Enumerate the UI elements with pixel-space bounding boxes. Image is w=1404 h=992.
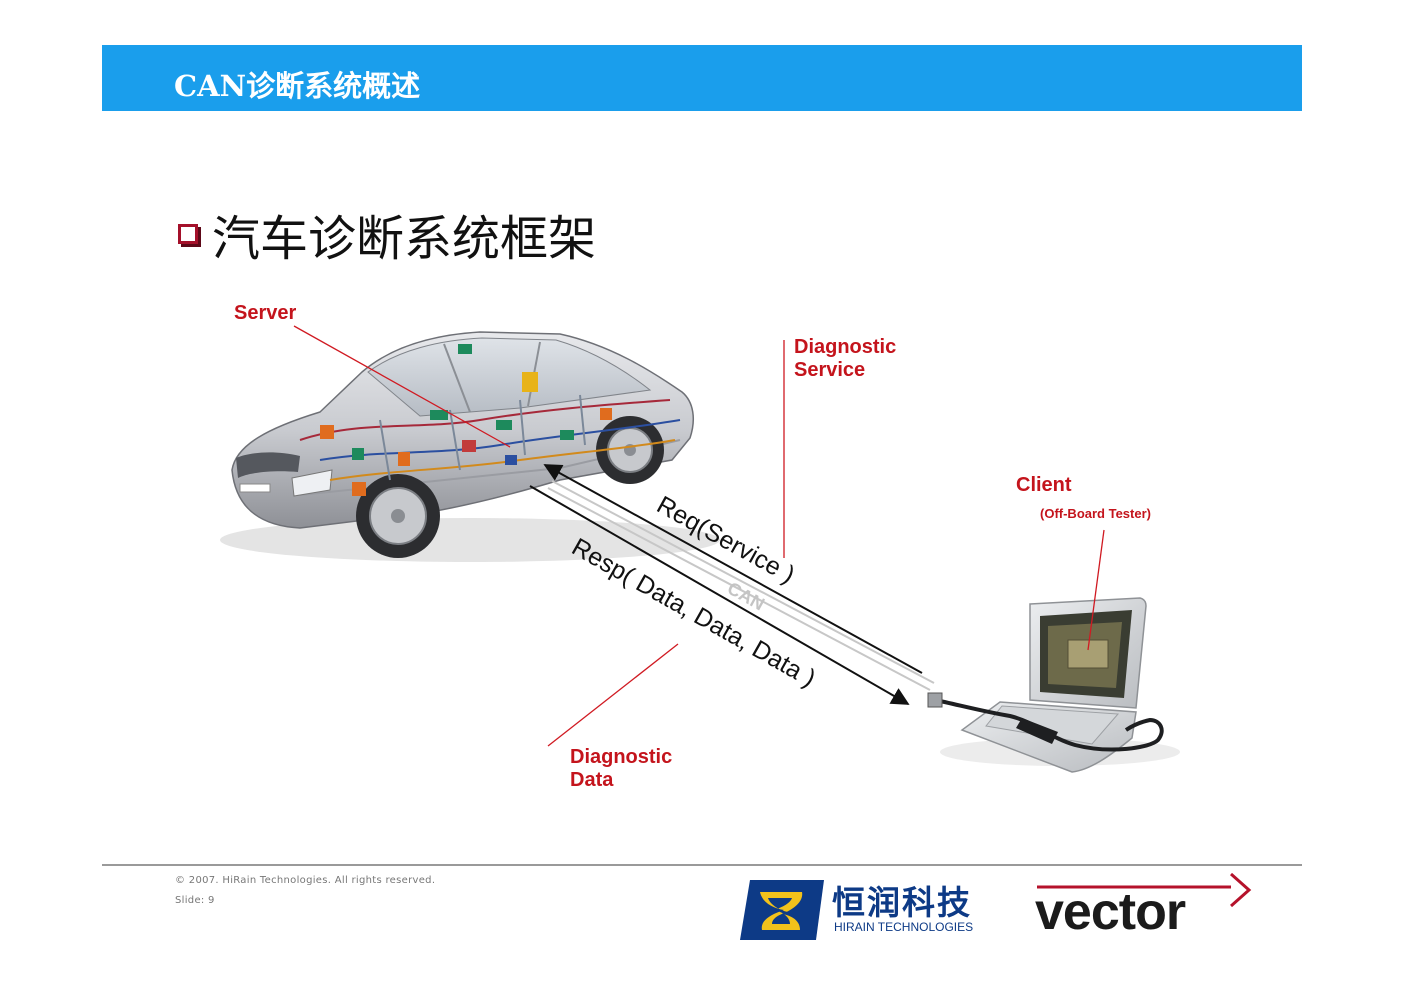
footer-copyright: © 2007. HiRain Technologies. All rights … xyxy=(175,875,436,886)
annotation-pointer-lines xyxy=(293,325,1105,747)
diagnostic-data-line2: Data xyxy=(570,769,614,791)
diagnostic-data-label: Diagnostic Data xyxy=(570,746,672,792)
bullet-heading: 汽车诊断系统框架 xyxy=(178,203,596,267)
vector-arrow-icon xyxy=(1037,872,1252,908)
response-arrow xyxy=(529,485,910,705)
header-bar: CAN诊断系统概述 xyxy=(102,45,1302,111)
slide-title: CAN诊断系统概述 xyxy=(174,69,421,103)
hirain-emblem-icon xyxy=(740,880,824,940)
vector-wordmark: vector xyxy=(1035,883,1186,941)
car-illustration xyxy=(220,331,720,562)
hirain-chinese-name: 恒润科技 xyxy=(832,883,972,922)
bullet-heading-text: 汽车诊断系统框架 xyxy=(212,211,597,267)
vector-logo: vector xyxy=(1035,872,1255,942)
front-wheel xyxy=(356,474,440,558)
laptop-illustration xyxy=(927,597,1180,773)
checkbox-bullet-icon xyxy=(178,224,198,244)
hirain-logo: 恒润科技 HIRAIN TECHNOLOGIES xyxy=(740,876,990,940)
server-label: Server xyxy=(234,302,297,324)
diagnostic-service-line1: Diagnostic xyxy=(794,336,897,358)
ecu-modules xyxy=(320,344,612,496)
hirain-english-name: HIRAIN TECHNOLOGIES xyxy=(834,920,974,934)
client-label: Client xyxy=(1016,474,1072,496)
diagnostic-service-line2: Service xyxy=(794,359,866,381)
diagnostic-service-label: Diagnostic Service xyxy=(794,336,896,382)
car-wiring-harness xyxy=(299,394,681,481)
diagnostic-data-line1: Diagnostic xyxy=(570,746,673,768)
request-arrow xyxy=(543,464,923,674)
can-bus-lines xyxy=(547,480,935,691)
client-sub-label: (Off-Board Tester) xyxy=(1040,506,1151,521)
footer-divider xyxy=(102,864,1302,866)
footer-slide-number: Slide: 9 xyxy=(175,895,215,906)
